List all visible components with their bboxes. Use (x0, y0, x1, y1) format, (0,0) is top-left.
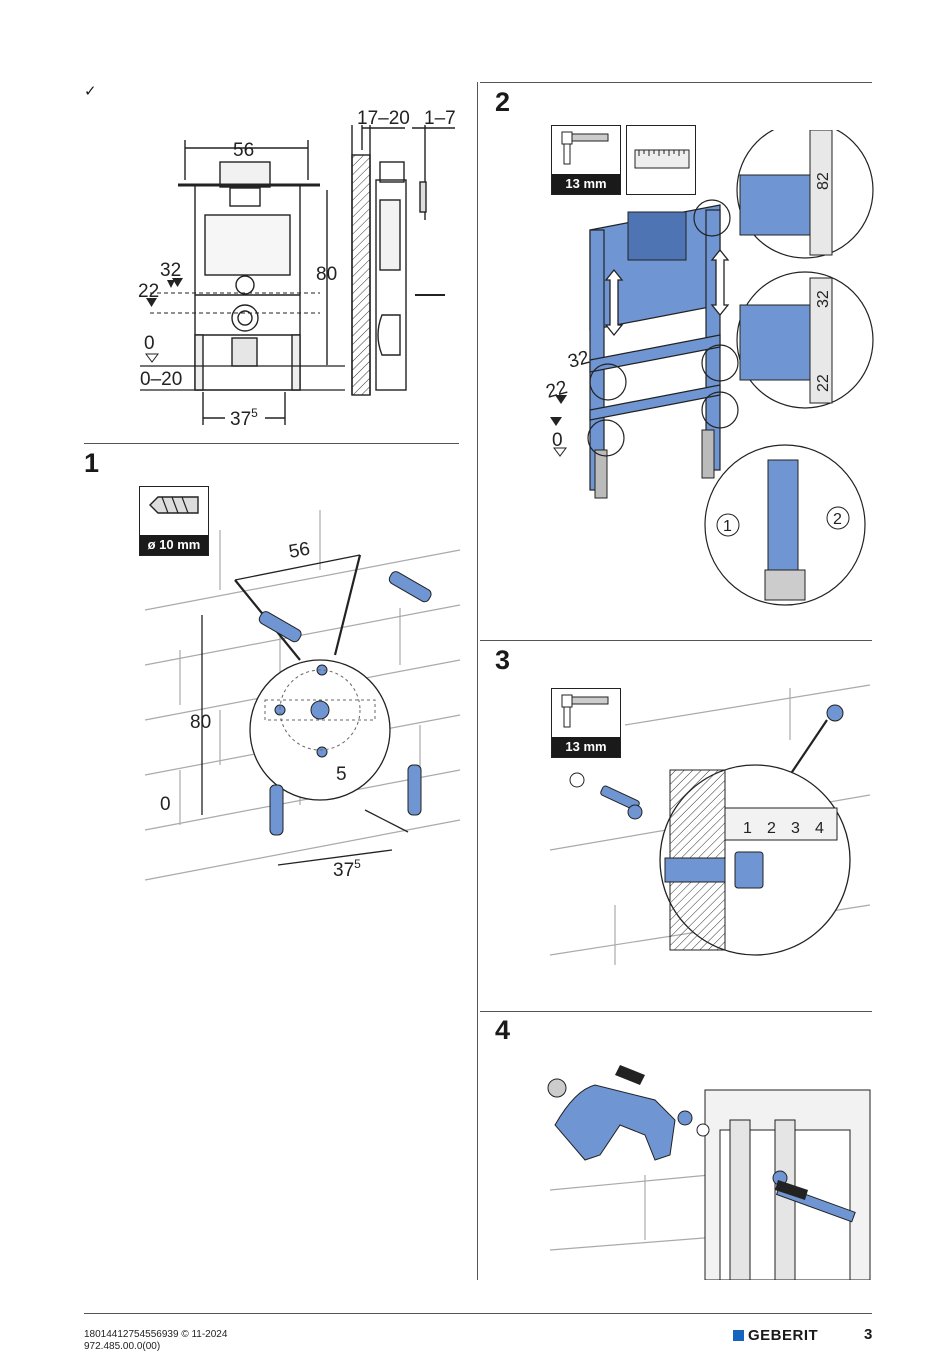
step-1-dim-zero: 0 (160, 794, 171, 815)
step-3-tool-wrench: 13 mm (551, 688, 621, 758)
step-3-tool-label: 13 mm (552, 737, 620, 757)
overview-dim-height: 80 (316, 264, 337, 285)
drill-bit-icon (149, 496, 199, 514)
step-4-drawing (547, 1065, 871, 1280)
step-3-ruler-tick-4: 4 (815, 820, 824, 837)
overview-mark-22: 22 (138, 281, 159, 302)
step-1-tool-label: ø 10 mm (140, 535, 208, 555)
step-1-dim-top: 56 (287, 539, 311, 563)
step-4-number: 4 (495, 1015, 511, 1045)
step-1-dim-height: 80 (190, 712, 211, 733)
step-1-number: 1 (84, 448, 100, 478)
step-2-mark-22: 22 (544, 377, 570, 403)
check-mark: ✓ (84, 83, 97, 100)
footer-doc-id: 18014412754556939 © 11-2024 (84, 1329, 228, 1340)
step-2-tool-ruler (626, 125, 696, 195)
overview-mark-0-20: 0–20 (140, 369, 182, 390)
step-2-mark-0: 0 (552, 430, 563, 451)
step-2-ruler-22: 22 (815, 374, 832, 392)
step-2-drawing: 32 22 0 82 32 22 1 2 (544, 130, 874, 606)
step-1-tool-drill: ø 10 mm (139, 486, 209, 556)
step-2-tool-label: 13 mm (552, 174, 620, 194)
step-2-number: 2 (495, 87, 511, 117)
step-2-callout-1: 1 (723, 518, 732, 535)
step-3-drawing: 1 2 3 4 (549, 684, 871, 965)
overview-dim-side: 1–7 (424, 108, 456, 129)
overview-dim-bottom: 375 (230, 406, 258, 430)
step-2-mark-32: 32 (566, 347, 592, 373)
column-divider (477, 82, 478, 1280)
step-1-dim-gap: 5 (336, 764, 347, 785)
ruler-icon (634, 149, 690, 169)
step-2-tool-wrench: 13 mm (551, 125, 621, 195)
overview-mark-32: 32 (160, 260, 181, 281)
footer-doc-info: 18014412754556939 © 11-2024 972.485.00.0… (84, 1329, 227, 1353)
step-2-ruler-32: 32 (815, 290, 832, 308)
brand-name: GEBERIT (748, 1327, 819, 1344)
overview-mark-0: 0 (144, 333, 155, 354)
overview-dim-depth: 17–20 (357, 108, 410, 129)
brand-logo: GEBERIT (733, 1327, 818, 1344)
page-number: 3 (864, 1326, 873, 1343)
rule-step4-top (480, 1011, 872, 1012)
step-3-ruler-tick-3: 3 (791, 820, 800, 837)
rule-step3-top (480, 640, 872, 641)
brand-square-icon (733, 1330, 744, 1341)
overview-dim-width: 56 (233, 140, 254, 161)
overview-drawing: 56 17–20 1–7 80 32 22 0 0–20 375 (138, 108, 456, 430)
step-3-ruler-tick-2: 2 (767, 820, 776, 837)
rule-step2-top (480, 82, 872, 83)
step-3-number: 3 (495, 645, 511, 675)
step-2-callout-2: 2 (833, 511, 842, 528)
rule-step1-top (84, 443, 459, 444)
footer-doc-ref: 972.485.00.0(00) (84, 1341, 161, 1352)
step-1-drawing: 56 80 5 0 375 (144, 510, 461, 881)
socket-wrench-icon (561, 694, 609, 728)
step-3-ruler-tick-1: 1 (743, 820, 752, 837)
socket-wrench-icon (561, 131, 609, 165)
step-1-dim-bottom: 375 (333, 857, 361, 881)
rule-footer (84, 1313, 872, 1314)
step-2-ruler-82: 82 (815, 172, 832, 190)
